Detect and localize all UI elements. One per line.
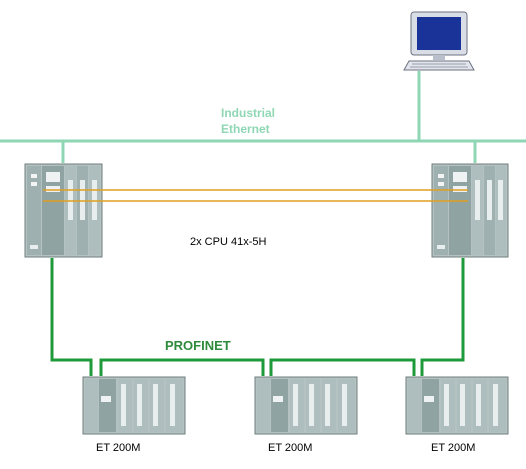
sync-fiber-cables bbox=[43, 189, 468, 202]
industrial-ethernet-label-line2: Ethernet bbox=[221, 122, 270, 136]
et200m-station-2 bbox=[254, 376, 358, 435]
et200m-station-3 bbox=[405, 376, 509, 435]
cpu-label: 2x CPU 41x-5H bbox=[190, 236, 267, 248]
et200m-label-2: ET 200M bbox=[268, 442, 313, 454]
cpu-rack-left bbox=[24, 163, 103, 258]
workstation-computer-icon bbox=[403, 11, 475, 71]
industrial-ethernet-bus bbox=[0, 71, 526, 163]
industrial-ethernet-label-line1: Industrial bbox=[221, 106, 276, 120]
et200m-station-1 bbox=[82, 376, 186, 435]
cpu-rack-right bbox=[431, 163, 509, 258]
profinet-cable bbox=[50, 258, 465, 376]
et200m-label-3: ET 200M bbox=[431, 442, 476, 454]
et200m-label-1: ET 200M bbox=[96, 442, 141, 454]
profinet-label: PROFINET bbox=[165, 338, 231, 353]
